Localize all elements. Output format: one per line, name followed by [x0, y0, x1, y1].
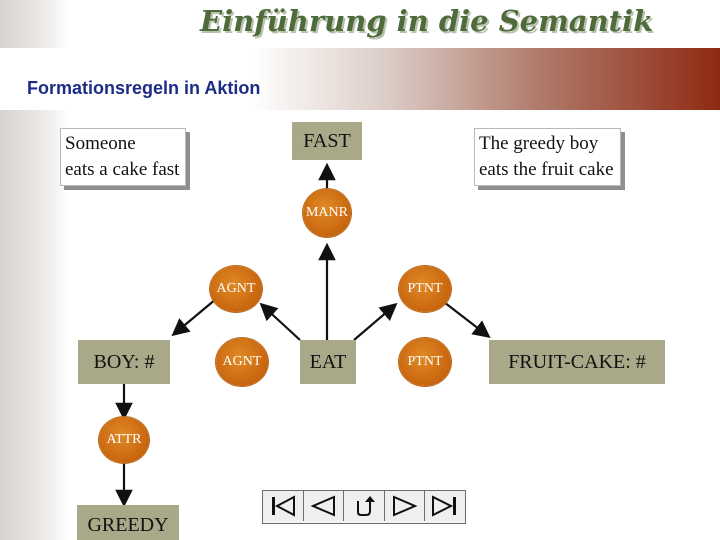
return-button[interactable] — [344, 491, 385, 521]
arrow-ptnt-top-to-fruit-cake — [439, 298, 491, 339]
return-arrow-icon — [356, 496, 375, 516]
concept-boy: BOY: # — [78, 340, 170, 384]
relation-agnt-mid: AGNT — [216, 338, 268, 386]
concept-eat: EAT — [300, 340, 356, 384]
header-gradient-bar — [0, 48, 720, 110]
relation-agnt-top: AGNT — [210, 266, 262, 312]
arrow-eat-to-agnt-top — [259, 302, 301, 341]
relation-attr: ATTR — [99, 417, 149, 463]
arrow-agnt-top-to-boy — [171, 298, 217, 337]
relation-manr: MANR — [303, 189, 351, 237]
first-slide-button[interactable] — [263, 491, 304, 521]
arrow-eat-to-ptnt-top — [353, 302, 398, 341]
previous-slide-button[interactable] — [303, 491, 345, 521]
concept-greedy: GREEDY — [77, 505, 179, 540]
note-right-line-2: eats the fruit cake — [479, 159, 614, 180]
note-left-line-2: eats a cake fast — [65, 159, 180, 180]
slide-navigation-bar — [262, 490, 466, 524]
note-left-line-1: Someone — [65, 133, 136, 154]
concept-fast: FAST — [292, 122, 362, 160]
relation-ptnt-mid: PTNT — [399, 338, 451, 386]
slide-heading: Formationsregeln in Aktion — [27, 78, 261, 98]
skip-last-icon — [432, 495, 457, 517]
note-right-line-1: The greedy boy — [479, 133, 599, 154]
triangle-left-icon — [310, 495, 336, 517]
last-slide-button[interactable] — [425, 491, 465, 521]
triangle-right-icon — [392, 495, 418, 517]
next-slide-button[interactable] — [384, 491, 426, 521]
concept-fruit-cake: FRUIT-CAKE: # — [489, 340, 665, 384]
relation-ptnt-top: PTNT — [399, 266, 451, 312]
note-right: The greedy boy eats the fruit cake — [474, 128, 621, 186]
skip-first-icon — [271, 495, 295, 517]
note-left: Someone eats a cake fast — [60, 128, 187, 186]
